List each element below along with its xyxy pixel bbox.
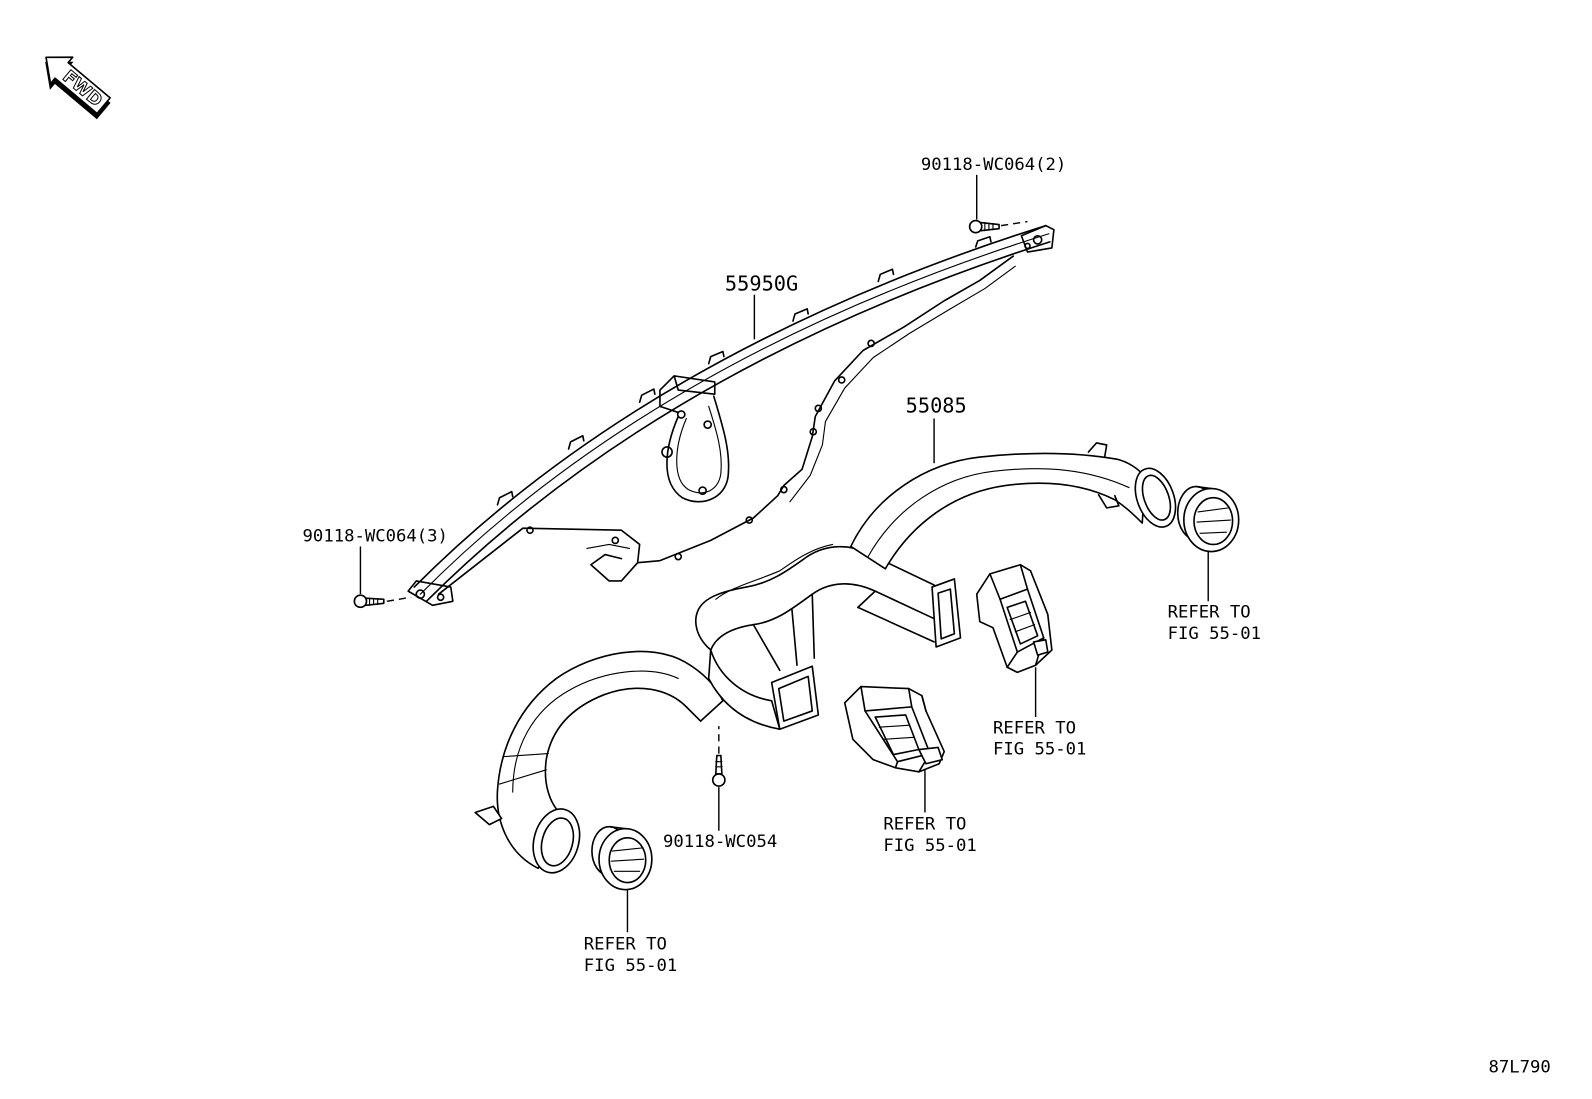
reference-line1: REFER TO [1168, 603, 1251, 623]
reference-line2: FIG 55-01 [1168, 624, 1261, 644]
label-duct-part: 55085 [906, 393, 967, 417]
label-screw-left: 90118-WC064(3) [303, 526, 448, 546]
screw-center-icon [711, 726, 726, 787]
duct-drawing [474, 442, 1177, 874]
reference-left-round-register: REFER TO FIG 55-01 [584, 935, 677, 976]
label-upper-part: 55950G [725, 272, 798, 296]
left-round-register-drawing [591, 825, 653, 891]
reference-line2: FIG 55-01 [883, 836, 976, 856]
reference-left-center-register: REFER TO FIG 55-01 [883, 815, 976, 856]
reference-line2: FIG 55-01 [993, 740, 1086, 760]
label-screw-upper-right: 90118-WC064(2) [921, 155, 1066, 175]
label-screw-center: 90118-WC054 [663, 832, 777, 852]
reference-line1: REFER TO [584, 935, 667, 955]
drawing-number: 87L790 [1488, 1057, 1550, 1077]
reference-right-round-register: REFER TO FIG 55-01 [1168, 603, 1261, 644]
reference-line2: FIG 55-01 [584, 956, 677, 976]
upper-panel-drawing [407, 224, 1055, 607]
left-center-register-drawing [843, 685, 946, 773]
fwd-arrow-icon: FWD [45, 56, 111, 120]
reference-line1: REFER TO [883, 815, 966, 835]
screw-left-icon [353, 594, 412, 609]
screw-upper-right-icon [968, 219, 1028, 234]
leader-lines [359, 174, 1209, 933]
right-round-register-drawing [1176, 485, 1240, 553]
reference-line1: REFER TO [993, 718, 1076, 738]
right-center-register-drawing [975, 563, 1053, 674]
reference-right-center-register: REFER TO FIG 55-01 [993, 718, 1086, 759]
